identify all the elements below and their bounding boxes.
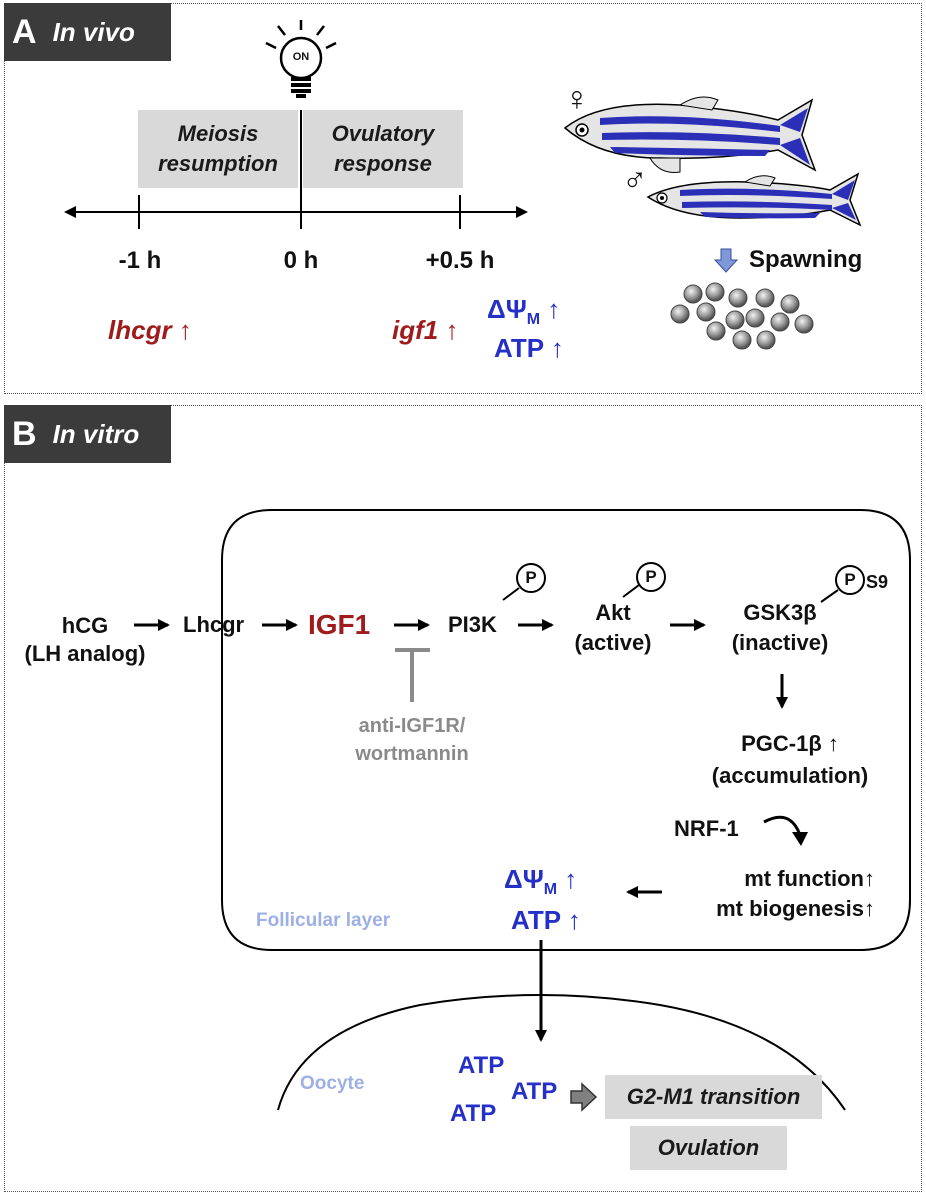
dpsi-in-vitro: ΔΨM ↑ — [504, 864, 578, 899]
follicular-layer-outline — [221, 509, 911, 951]
panel-b-letter: B — [12, 414, 37, 453]
hcg-label: hCG (LH analog) — [24, 613, 146, 666]
g2m1-transition-box: G2-M1 transition — [605, 1075, 822, 1119]
panel-b-title: In vitro — [52, 418, 140, 449]
phospho-pi3k — [502, 563, 546, 601]
panel-a-letter: A — [12, 12, 37, 51]
follicular-layer-label: Follicular layer — [256, 910, 391, 931]
atp-oocyte-1: ATP — [458, 1052, 505, 1079]
tick-0h: 0 h — [283, 247, 319, 274]
male-zebrafish-icon — [646, 172, 862, 227]
igf1-label: IGF1 — [308, 609, 371, 640]
phospho-gsk-letter: P — [844, 570, 856, 589]
meiosis-resumption-box: Meiosis resumption — [138, 110, 298, 188]
female-symbol: ♀ — [564, 80, 590, 118]
atp-oocyte-3: ATP — [450, 1100, 497, 1127]
akt-label: Akt (active) — [574, 600, 652, 655]
spawning-arrow-icon — [713, 248, 739, 273]
tick-plus-05h: +0.5 h — [425, 247, 495, 274]
eggs-icon — [670, 282, 814, 350]
nrf1-label: NRF-1 — [674, 816, 739, 841]
dpsi-in-vivo: ΔΨM ↑ — [487, 294, 561, 329]
oocyte-outline — [277, 994, 846, 1111]
spawning-label: Spawning — [749, 246, 863, 273]
ovulatory-response-box: Ovulatory response — [303, 110, 463, 188]
panel-a-tag: A In vivo — [4, 3, 171, 61]
s9-label: S9 — [866, 572, 889, 592]
light-bulb-icon — [265, 20, 337, 98]
pgc1b-label: PGC-1β ↑ (accumulation) — [711, 731, 869, 788]
atp-oocyte-2: ATP — [511, 1078, 558, 1105]
gsk3b-label: GSK3β (inactive) — [731, 600, 829, 655]
igf1-in-vivo: igf1 ↑ — [392, 315, 459, 345]
panel-b — [4, 405, 922, 1192]
inhibitor-label: anti-IGF1R/ wortmannin — [355, 715, 469, 765]
timeline-axis — [64, 110, 528, 229]
ovulation-box: Ovulation — [630, 1126, 787, 1170]
lhcgr-in-vivo: lhcgr ↑ — [108, 315, 192, 345]
panel-a-title: In vivo — [52, 16, 135, 47]
phospho-pi3k-letter: P — [525, 568, 537, 587]
atp-in-vivo: ATP ↑ — [494, 333, 564, 363]
nrf1-curved-arrow — [763, 815, 802, 836]
female-zebrafish-icon — [563, 96, 817, 173]
phospho-akt-letter: P — [645, 567, 657, 586]
tick-minus-1h: -1 h — [118, 247, 162, 274]
atp-in-vitro: ATP ↑ — [511, 905, 581, 935]
panel-b-tag: B In vitro — [4, 405, 171, 463]
male-symbol: ♂ — [622, 160, 648, 198]
mt-function-label: mt function↑ mt biogenesis↑ — [716, 866, 875, 921]
phospho-gsk — [820, 565, 865, 603]
light-bulb-label: ON — [292, 51, 310, 63]
lhcgr-label: Lhcgr — [183, 612, 245, 637]
panel-a — [4, 3, 922, 394]
phospho-akt — [622, 562, 666, 598]
oocyte-label: Oocyte — [300, 1073, 365, 1094]
pi3k-label: PI3K — [448, 612, 497, 637]
gray-block-arrow-icon — [570, 1082, 598, 1112]
inhibition-bar — [395, 648, 430, 702]
